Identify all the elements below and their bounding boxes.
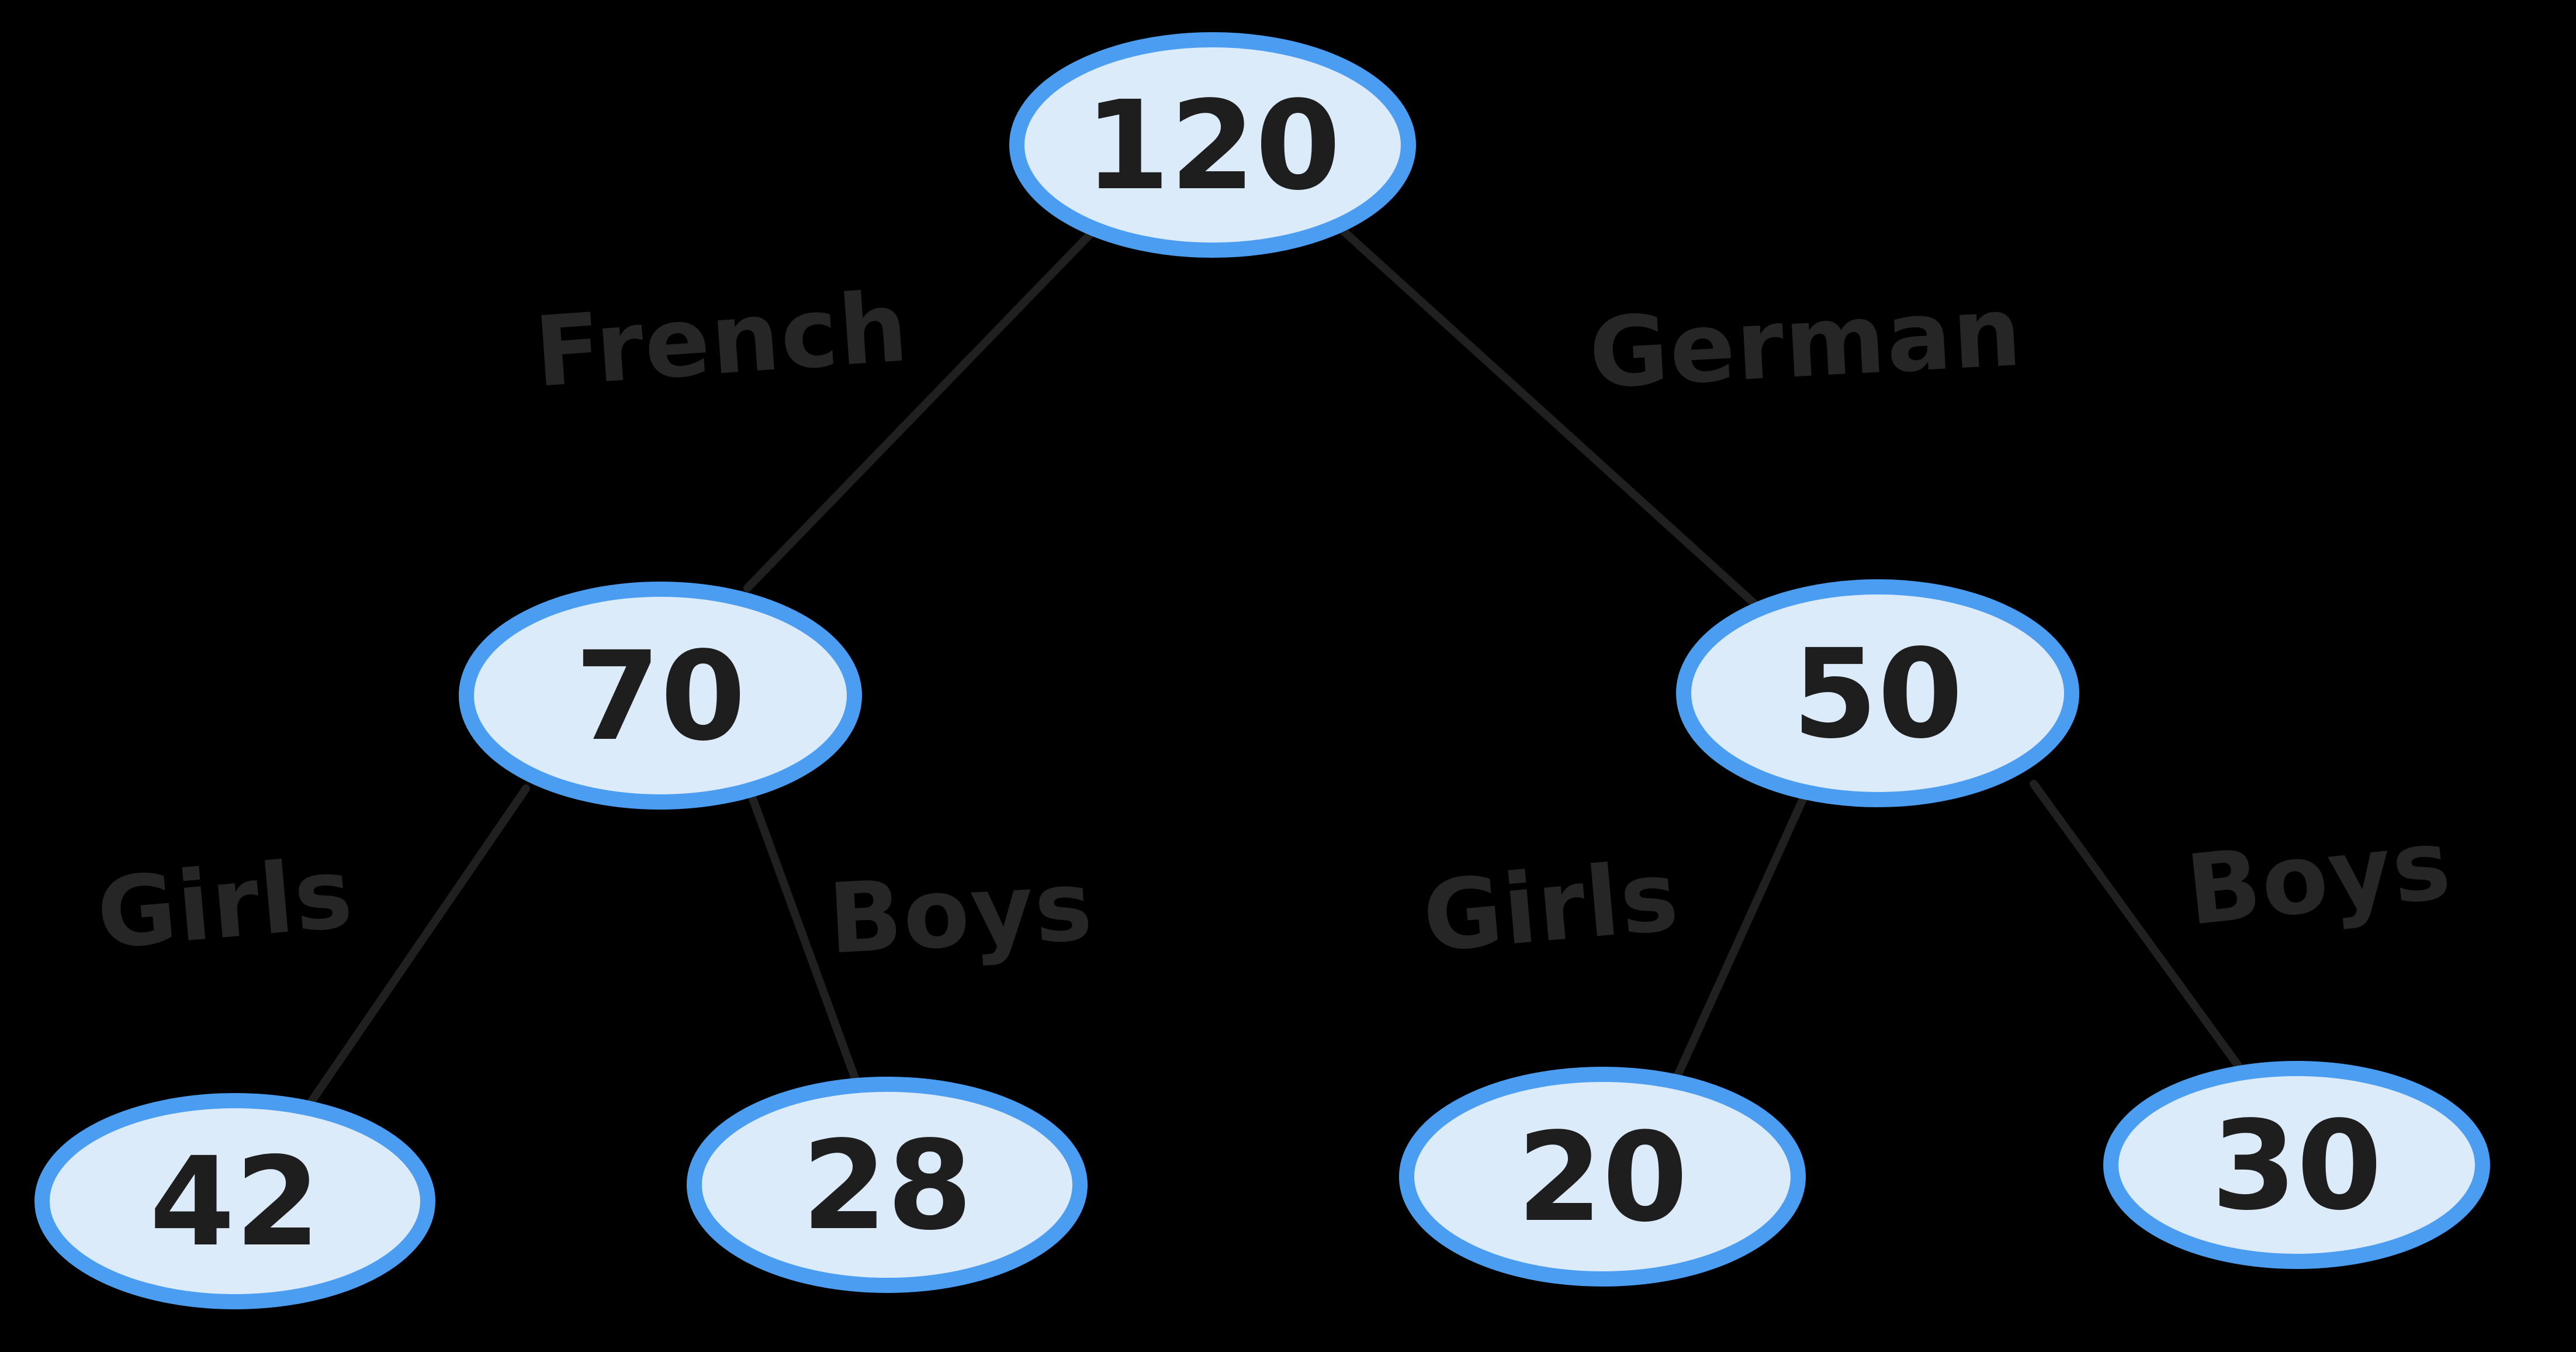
edge-label-german-boys: Boys [2182,808,2456,947]
tree-node-german-boys: 30 [2103,1061,2490,1269]
tree-node-french-girls: 42 [34,1093,435,1309]
tree-node-german-girls: 20 [1399,1067,1806,1287]
tree-edges [304,224,2245,1111]
tree-edge-labels: French German Girls Boys Girls Boys [92,271,2456,976]
tree-node-total: 120 [1009,32,1416,258]
node-german-value: 50 [1792,623,1963,766]
tree-node-german: 50 [1676,579,2079,807]
node-german-girls-value: 20 [1517,1106,1688,1249]
edge-root-to-german [1336,224,1762,611]
edge-label-german: German [1587,275,2025,410]
node-german-girls-ellipse [1399,1067,1806,1287]
edge-german-to-boys [2030,780,2245,1074]
tree-nodes: 120 70 50 42 28 20 [34,32,2490,1309]
node-total-value: 120 [1085,74,1341,217]
node-french-girls-value: 42 [150,1130,320,1274]
node-german-boys-ellipse [2103,1061,2490,1269]
edge-root-to-french [743,229,1096,592]
edge-french-to-boys [749,794,862,1090]
node-french-boys-ellipse [687,1077,1088,1293]
edge-french-to-girls [304,784,530,1111]
edge-label-french-girls: Girls [92,836,357,970]
node-french-boys-value: 28 [802,1114,972,1257]
node-total-ellipse [1009,32,1416,258]
tree-node-french: 70 [459,582,862,810]
node-french-ellipse [459,582,862,810]
node-french-girls-ellipse [34,1093,435,1309]
node-german-ellipse [1676,579,2079,807]
edge-german-to-girls [1669,793,1808,1090]
tree-node-french-boys: 28 [687,1077,1088,1293]
node-french-value: 70 [575,625,746,768]
node-german-boys-value: 30 [2211,1094,2382,1237]
edge-label-french-boys: Boys [826,849,1096,975]
edge-label-french: French [531,271,912,409]
edge-label-german-girls: Girls [1418,839,1683,973]
